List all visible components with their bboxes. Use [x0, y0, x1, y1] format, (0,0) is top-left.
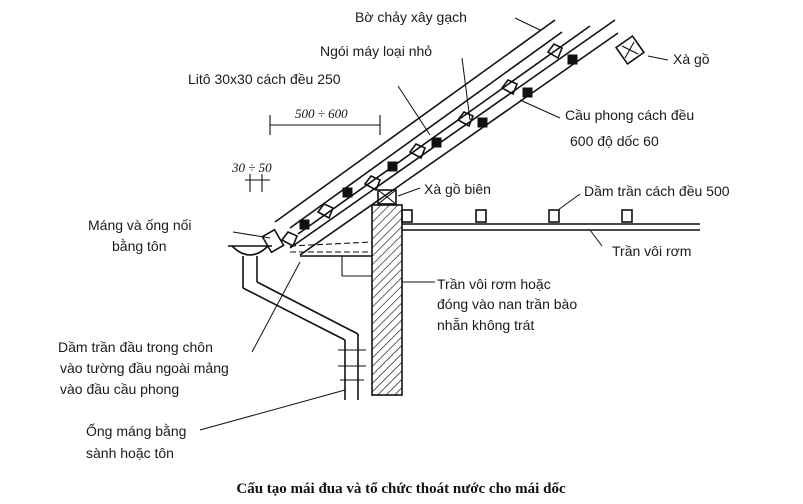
label-dam-dau-2: vào tường đầu ngoài mảng — [60, 360, 229, 376]
label-xa-go-bien: Xà gồ biên — [424, 181, 491, 197]
label-ong-mang-2: sành hoặc tôn — [86, 445, 174, 461]
dim-depth: 30 ÷ 50 — [231, 160, 272, 192]
ceiling-beams — [401, 209, 700, 231]
label-xa-go: Xà gồ — [673, 51, 710, 67]
rafter — [289, 19, 619, 256]
edge-purlin — [377, 189, 397, 205]
label-ngoi-may: Ngói máy loại nhỏ — [320, 43, 432, 59]
label-lito: Litô 30x30 cách đều 250 — [188, 71, 341, 87]
label-cau-phong-1: Cầu phong cách đều — [565, 107, 694, 123]
label-tran-hoac-3: nhẵn không trát — [437, 317, 534, 333]
tile-hooks — [280, 42, 564, 248]
dim-spacing-label: 500 ÷ 600 — [295, 106, 348, 121]
lito-battens — [299, 54, 578, 230]
ridge-brick-layer — [274, 19, 563, 229]
label-tran-hoac-2: đóng vào nan trần bào — [437, 296, 577, 312]
label-dam-tran: Dầm trần cách đều 500 — [584, 183, 730, 199]
label-tran-hoac-1: Trần vôi rơm hoặc — [437, 276, 551, 292]
label-ong-mang-1: Ống máng bằng — [86, 422, 186, 439]
leader-lines — [199, 17, 669, 431]
label-dam-dau-1: Dầm trần đầu trong chôn — [58, 339, 213, 355]
label-mang-2: bằng tôn — [112, 238, 167, 254]
label-mang-1: Máng và ống nối — [88, 217, 192, 233]
dim-spacing: 500 ÷ 600 — [269, 106, 381, 135]
label-tran-voi-rom: Trần vôi rơm — [612, 243, 691, 259]
label-dam-dau-3: vào đầu cầu phong — [60, 381, 179, 397]
figure-caption: Cấu tạo mái đua và tổ chức thoát nước ch… — [236, 481, 566, 497]
brick-wall — [371, 204, 403, 396]
dim-depth-label: 30 ÷ 50 — [231, 160, 272, 175]
label-bo-chay: Bờ chảy xây gạch — [355, 9, 467, 25]
eave-ceiling — [289, 241, 373, 277]
roof-tile-line — [297, 25, 591, 235]
gutter — [228, 228, 285, 256]
purlin-xa-go — [614, 34, 646, 66]
downpipe — [242, 256, 366, 400]
label-cau-phong-2: 600 độ dốc 60 — [570, 133, 659, 149]
